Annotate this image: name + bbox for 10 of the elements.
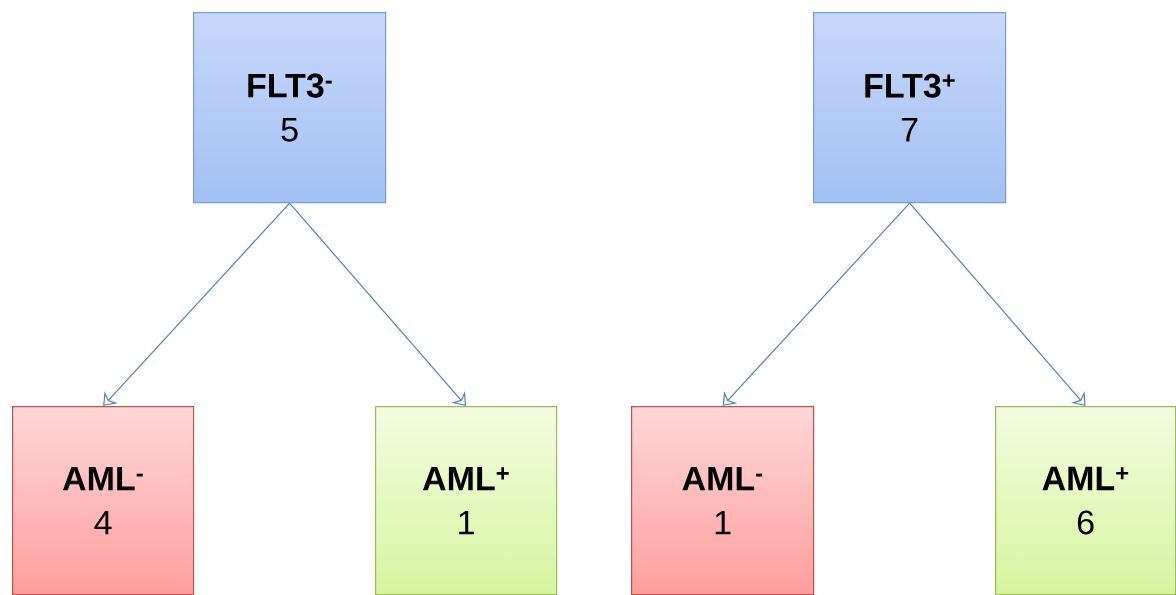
arrow <box>722 202 911 406</box>
positive-box: AML$^{+}$ 6 <box>995 406 1176 595</box>
negative-box: AML$^{-}$ 4 <box>12 406 195 595</box>
arrow <box>909 202 1086 406</box>
arrow <box>103 202 291 406</box>
positive-box: AML$^{+}$ 1 <box>375 406 558 595</box>
arrow <box>289 202 467 406</box>
negative-box: AML$^{-}$ 1 <box>631 406 815 595</box>
topbox: FLT3$^{-}$ 5 <box>193 12 387 204</box>
topbox: FLT3$^{+}$ 7 <box>813 12 1007 204</box>
